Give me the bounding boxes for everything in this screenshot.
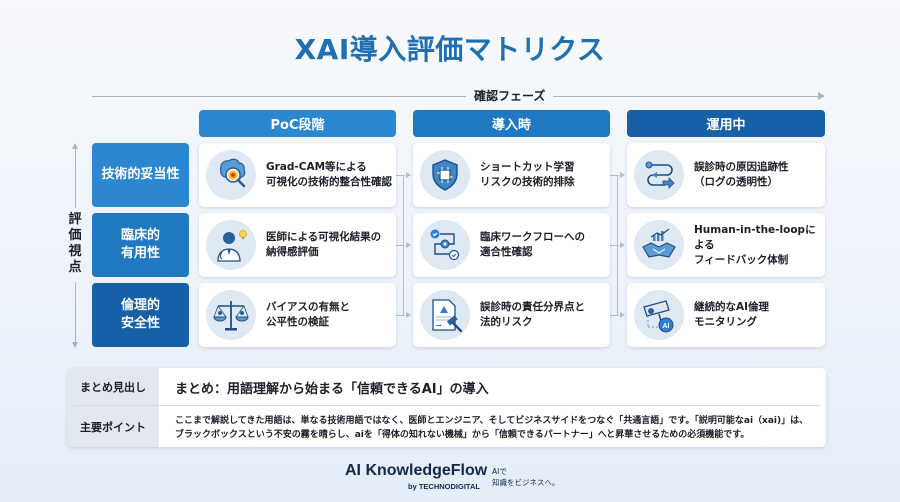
cell-text: 臨床ワークフローへの 適合性確認 [480, 231, 585, 258]
summary-divider [73, 405, 820, 406]
brain-magnifier-icon [206, 150, 256, 200]
cell-text: 継続的なAI倫理 モニタリング [694, 301, 770, 328]
trace-flow-icon [634, 150, 684, 200]
summary-table: まとめ見出し まとめ：用語理解から始まる「信頼できるAI」の導入 主要ポイント … [67, 368, 826, 447]
balance-scale-icon [206, 290, 256, 340]
summary-points-value: ここまで解説してきた用語は、単なる技術用語ではなく、医師とエンジニア、そしてビジ… [175, 416, 809, 440]
cell-text: バイアスの有無と 公平性の検証 [266, 301, 350, 328]
cell-text: Human-in-the-loopによる フィードバック体制 [694, 223, 816, 266]
matrix-cell-ethical-deployment: 誤診時の責任分界点と 法的リスク [413, 283, 610, 347]
perspective-axis-label: 評 価 視 点 [68, 212, 82, 275]
document-gavel-icon [420, 290, 470, 340]
connector [396, 315, 405, 316]
matrix-cell-technical-deployment: ショートカット学習 リスクの技術的排除 [413, 143, 610, 207]
workflow-gear-icon [420, 220, 470, 270]
column-header-operation: 運用中 [627, 110, 825, 137]
summary-label-column [67, 368, 159, 447]
connector [610, 245, 619, 246]
perspective-axis-up-arrow-icon [72, 143, 78, 149]
connector [396, 175, 405, 176]
footer-tagline: AIで 知識をビジネスへ。 [492, 467, 560, 487]
row-header-ethical-safety: 倫理的 安全性 [92, 283, 189, 347]
summary-points-label: 主要ポイント [80, 421, 146, 434]
matrix-cell-technical-operation: 誤診時の原因追跡性 （ログの透明性） [627, 143, 825, 207]
perspective-axis-line-top [75, 148, 76, 208]
doctor-lightbulb-icon [206, 220, 256, 270]
matrix-cell-ethical-operation: AI 継続的なAI倫理 モニタリング [627, 283, 825, 347]
connector [617, 175, 618, 315]
summary-heading-value: まとめ：用語理解から始まる「信頼できるAI」の導入 [175, 382, 489, 397]
cell-text: 誤診時の責任分界点と 法的リスク [480, 301, 585, 328]
column-header-poc: PoC段階 [199, 110, 396, 137]
cell-text: Grad-CAM等による 可視化の技術的整合性確認 [266, 161, 392, 188]
connector-arrow-icon [406, 312, 411, 318]
connector-arrow-icon [406, 172, 411, 178]
phase-axis-label: 確認フェーズ [466, 87, 554, 104]
connector [403, 175, 404, 315]
cell-text: ショートカット学習 リスクの技術的排除 [480, 161, 575, 188]
phase-axis-arrow-icon [818, 92, 825, 100]
matrix-cell-clinical-poc: 医師による可視化結果の 納得感評価 [199, 213, 396, 277]
footer-brand-byline: by TECHNODIGITAL [408, 482, 480, 491]
column-header-deployment: 導入時 [413, 110, 610, 137]
connector [396, 245, 405, 246]
matrix-cell-technical-poc: Grad-CAM等による 可視化の技術的整合性確認 [199, 143, 396, 207]
row-header-clinical-utility: 臨床的 有用性 [92, 213, 189, 277]
matrix-cell-ethical-poc: バイアスの有無と 公平性の検証 [199, 283, 396, 347]
connector [610, 175, 619, 176]
perspective-axis-line-bottom [75, 282, 76, 343]
svg-text:AI: AI [663, 323, 670, 330]
connector-arrow-icon [620, 172, 625, 178]
row-header-technical-validity: 技術的妥当性 [92, 143, 189, 207]
summary-heading-label: まとめ見出し [80, 381, 146, 394]
connector-arrow-icon [620, 242, 625, 248]
page-title: XAI導入評価マトリクス [294, 33, 606, 66]
matrix-cell-clinical-deployment: 臨床ワークフローへの 適合性確認 [413, 213, 610, 277]
phase-axis-line [92, 96, 822, 97]
cell-text: 医師による可視化結果の 納得感評価 [266, 231, 382, 258]
perspective-axis-down-arrow-icon [72, 342, 78, 348]
footer-brand-logo: AI KnowledgeFlow [345, 462, 488, 479]
connector-arrow-icon [620, 312, 625, 318]
cell-text: 誤診時の原因追跡性 （ログの透明性） [694, 161, 789, 188]
connector-arrow-icon [406, 242, 411, 248]
matrix-cell-clinical-operation: Human-in-the-loopによる フィードバック体制 [627, 213, 825, 277]
handshake-chart-icon [634, 220, 684, 270]
connector [610, 315, 619, 316]
shield-chip-icon [420, 150, 470, 200]
camera-ai-icon: AI [634, 290, 684, 340]
